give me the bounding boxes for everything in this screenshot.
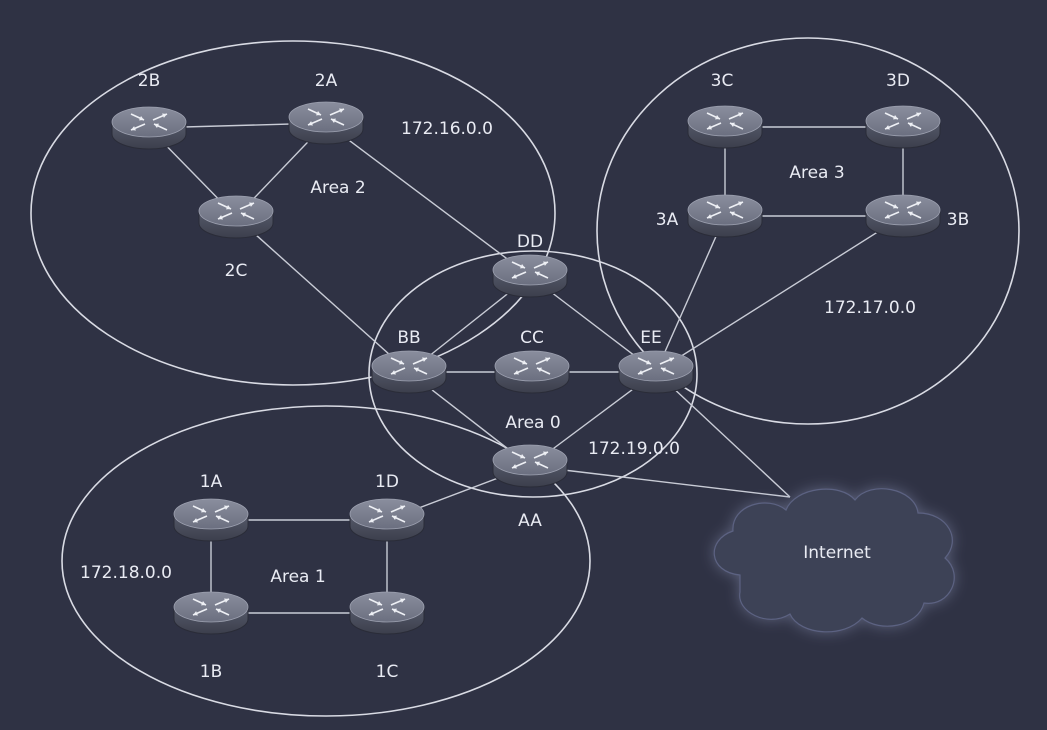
router-icon — [111, 106, 187, 150]
router-label: 3C — [711, 71, 734, 91]
router-icon — [371, 350, 447, 394]
area1-ring — [61, 405, 591, 717]
area-rings — [30, 37, 1020, 717]
router-icon — [865, 194, 941, 238]
router-label: 3D — [886, 71, 910, 91]
router-label: 1D — [375, 472, 399, 492]
router-AA[interactable]: AA — [492, 444, 568, 531]
area0-label: Area 0 — [505, 413, 560, 433]
router-icon — [494, 350, 570, 394]
router-icon — [349, 498, 425, 542]
router-label: CC — [520, 328, 544, 348]
router-DD[interactable]: DD — [492, 232, 568, 298]
router-label: DD — [517, 232, 543, 252]
router-label: 3B — [947, 210, 969, 230]
routers-layer: 2B 2A 2C DD BB CC EE AA 1A 1D 1B 1C 3C 3D 3A 3B — [111, 71, 969, 682]
router-2A[interactable]: 2A — [288, 71, 364, 145]
area1-network: 172.18.0.0 — [80, 563, 172, 583]
area0-network: 172.19.0.0 — [588, 439, 680, 459]
link-3A-EE — [655, 215, 726, 373]
router-label: 3A — [656, 210, 679, 230]
router-3D[interactable]: 3D — [865, 71, 941, 149]
router-icon — [349, 591, 425, 635]
router-3B[interactable]: 3B — [865, 194, 969, 238]
link-EE-Internet — [655, 371, 791, 498]
router-icon — [492, 254, 568, 298]
link-2C-BB — [235, 216, 410, 373]
link-2A-DD — [325, 122, 531, 277]
internet-cloud[interactable]: Internet — [713, 488, 955, 633]
router-icon — [173, 591, 249, 635]
cloud-icon — [713, 488, 955, 633]
router-2C[interactable]: 2C — [198, 195, 274, 281]
router-label: AA — [518, 511, 542, 531]
router-icon — [687, 194, 763, 238]
router-EE[interactable]: EE — [618, 328, 694, 394]
router-CC[interactable]: CC — [494, 328, 570, 394]
router-BB[interactable]: BB — [371, 328, 447, 394]
area2-ring — [30, 40, 556, 386]
router-icon — [865, 105, 941, 149]
router-icon — [492, 444, 568, 488]
router-icon — [687, 105, 763, 149]
router-1C[interactable]: 1C — [349, 591, 425, 682]
router-label: 1C — [376, 662, 399, 682]
router-label: EE — [640, 328, 661, 348]
router-label: BB — [397, 328, 420, 348]
router-icon — [198, 195, 274, 239]
area3-label: Area 3 — [789, 163, 844, 183]
router-3C[interactable]: 3C — [687, 71, 763, 149]
area2-label: Area 2 — [310, 178, 365, 198]
router-1A[interactable]: 1A — [173, 472, 249, 542]
router-3A[interactable]: 3A — [656, 194, 763, 238]
link-3B-EE — [655, 215, 904, 373]
router-label: 2C — [225, 261, 248, 281]
link-AA-Internet — [529, 465, 791, 498]
router-2B[interactable]: 2B — [111, 71, 187, 150]
router-1B[interactable]: 1B — [173, 591, 249, 682]
router-label: 1B — [200, 662, 222, 682]
area3-network: 172.17.0.0 — [824, 298, 916, 318]
area0-ring — [368, 250, 698, 498]
internet-label: Internet — [803, 543, 871, 563]
router-label: 1A — [200, 472, 223, 492]
area1-label: Area 1 — [270, 567, 325, 587]
router-label: 2B — [138, 71, 160, 91]
router-icon — [288, 101, 364, 145]
router-icon — [618, 350, 694, 394]
area2-network: 172.16.0.0 — [401, 119, 493, 139]
router-1D[interactable]: 1D — [349, 472, 425, 542]
router-icon — [173, 498, 249, 542]
area-labels: Area 2 172.16.0.0 Area 3 172.17.0.0 Area… — [80, 119, 916, 587]
router-label: 2A — [315, 71, 338, 91]
area3-ring — [596, 37, 1020, 425]
